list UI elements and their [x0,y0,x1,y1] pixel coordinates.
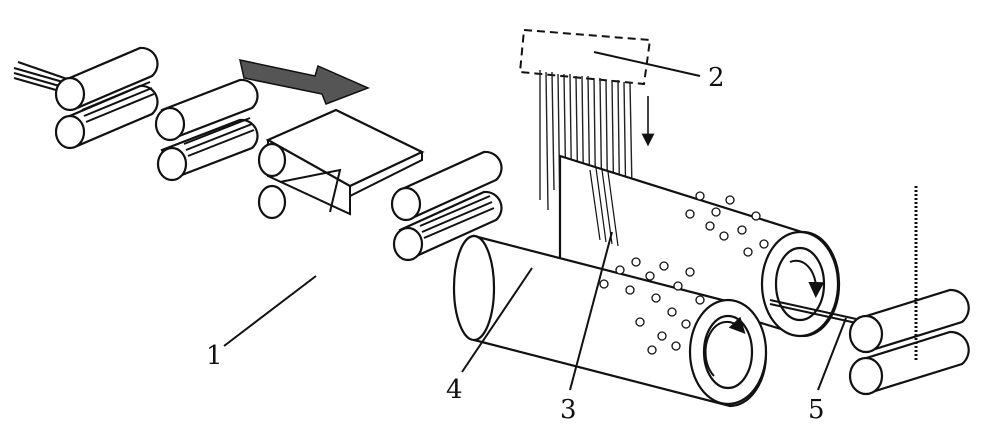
direction-arrow-icon [239,59,370,105]
air-duct-box [518,28,652,86]
leader-line-1 [223,275,317,347]
feed-roller-pair-1 [54,46,159,150]
leader-lines [223,51,847,391]
label-3: 3 [560,395,577,425]
label-5: 5 [808,395,825,425]
drum-nip [589,167,619,247]
drafting-guide [257,108,425,220]
leader-line-2 [593,51,701,77]
front-perforated-drum [452,234,768,408]
label-1: 1 [206,341,223,371]
take-up-rollers [848,186,970,396]
feed-roller-pair-2 [154,78,259,182]
leader-line-3 [569,231,613,391]
label-2: 2 [708,63,725,93]
delivery-roller-pair [390,150,503,262]
label-4: 4 [446,375,463,405]
leader-line-4 [461,267,533,373]
leader-line-5 [817,317,847,391]
